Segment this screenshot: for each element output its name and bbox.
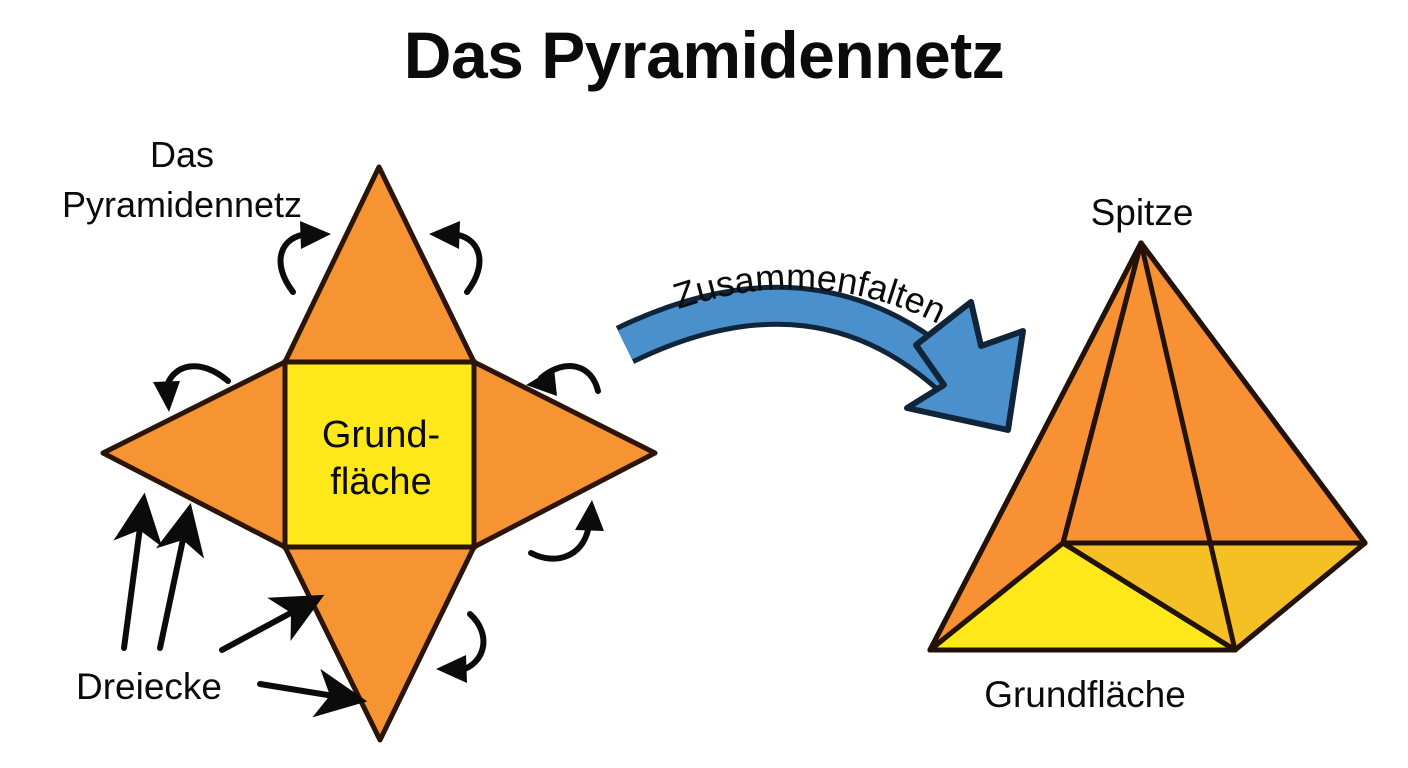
fold-arrow-bottom-right <box>528 500 604 562</box>
dreiecke-arrow-1 <box>113 492 163 651</box>
pyramid-base-label: Grundfläche <box>984 674 1186 715</box>
dreiecke-arrow-3 <box>219 594 325 653</box>
net-faces-label: Dreiecke <box>76 666 222 707</box>
dreiecke-arrow-4 <box>257 668 368 718</box>
dreiecke-pointer-group <box>113 492 368 718</box>
fold-arrow-group <box>153 221 604 683</box>
pyramid-solid-figure: Spitze Grundfläche <box>927 192 1368 715</box>
pyramid-edges <box>927 240 1368 653</box>
zusammenfalten-arrow <box>625 299 1026 433</box>
fold-arrow-top-left <box>277 221 331 295</box>
dreiecke-arrow-2 <box>155 502 205 651</box>
net-triangle-bottom <box>282 544 477 743</box>
net-triangle-top <box>282 164 477 365</box>
fold-transition: Zusammenfalten <box>625 256 1026 433</box>
pyramid-apex-label: Spitze <box>1091 192 1194 233</box>
net-base-label-line1: Grund- <box>322 414 440 456</box>
zusammenfalten-arrowhead <box>904 299 1026 433</box>
net-base-label-line2: fläche <box>330 461 431 503</box>
net-figure: Grund- fläche <box>62 134 658 743</box>
net-triangle-right <box>471 359 658 550</box>
net-triangle-left <box>100 359 288 550</box>
fold-arrow-right <box>526 363 601 396</box>
fold-arrow-top-right <box>429 221 483 295</box>
fold-arrow-bottom <box>436 611 487 683</box>
pyramid-face-back-right <box>1060 240 1368 546</box>
net-caption-line2: Pyramidennetz <box>62 184 302 225</box>
page-title: Das Pyramidennetz <box>404 18 1004 92</box>
net-base-square <box>282 359 477 550</box>
net-caption-line1: Das <box>150 134 214 175</box>
fold-arrow-left <box>153 363 231 412</box>
